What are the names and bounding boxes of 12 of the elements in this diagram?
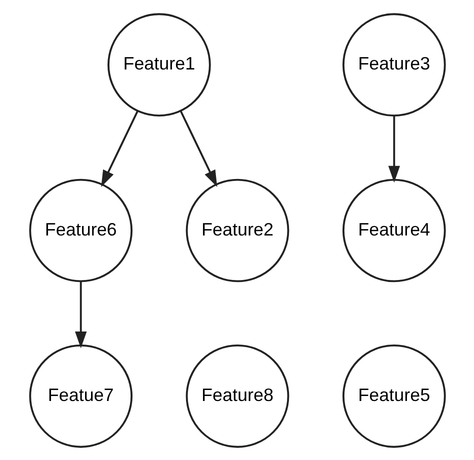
- node-circle: Feature6: [28, 178, 132, 282]
- arrow: [388, 115, 400, 182]
- node-circle: Feature3: [342, 12, 446, 116]
- arrow: [179, 110, 217, 186]
- node-circle: Feature2: [185, 178, 289, 282]
- node-circle: Feature8: [185, 344, 289, 448]
- arrow: [74, 281, 86, 348]
- node-circle: Feature1: [107, 12, 210, 116]
- node-circle: Featue7: [28, 344, 132, 448]
- node-circle: Feature5: [342, 344, 446, 448]
- node-circle: Feature4: [342, 178, 446, 282]
- arrow: [100, 110, 138, 186]
